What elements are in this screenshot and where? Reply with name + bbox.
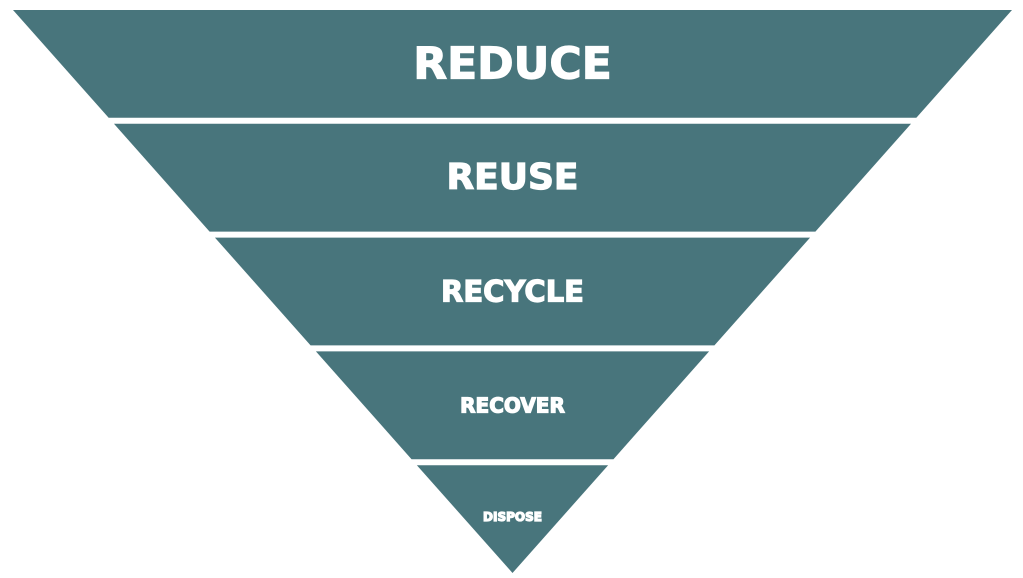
pyramid-band-recover — [315, 351, 710, 460]
band-label-dispose: DISPOSE — [483, 510, 542, 524]
pyramid-band-reuse — [113, 123, 912, 232]
band-label-reuse: REUSE — [446, 157, 578, 198]
band-label-recycle: RECYCLE — [441, 275, 584, 309]
pyramid-band-recycle — [214, 237, 811, 346]
band-label-reduce: REDUCE — [413, 38, 612, 89]
pyramid-band-reduce — [13, 10, 1012, 118]
band-label-recover: RECOVER — [460, 393, 565, 417]
pyramid-band-dispose — [416, 465, 609, 573]
